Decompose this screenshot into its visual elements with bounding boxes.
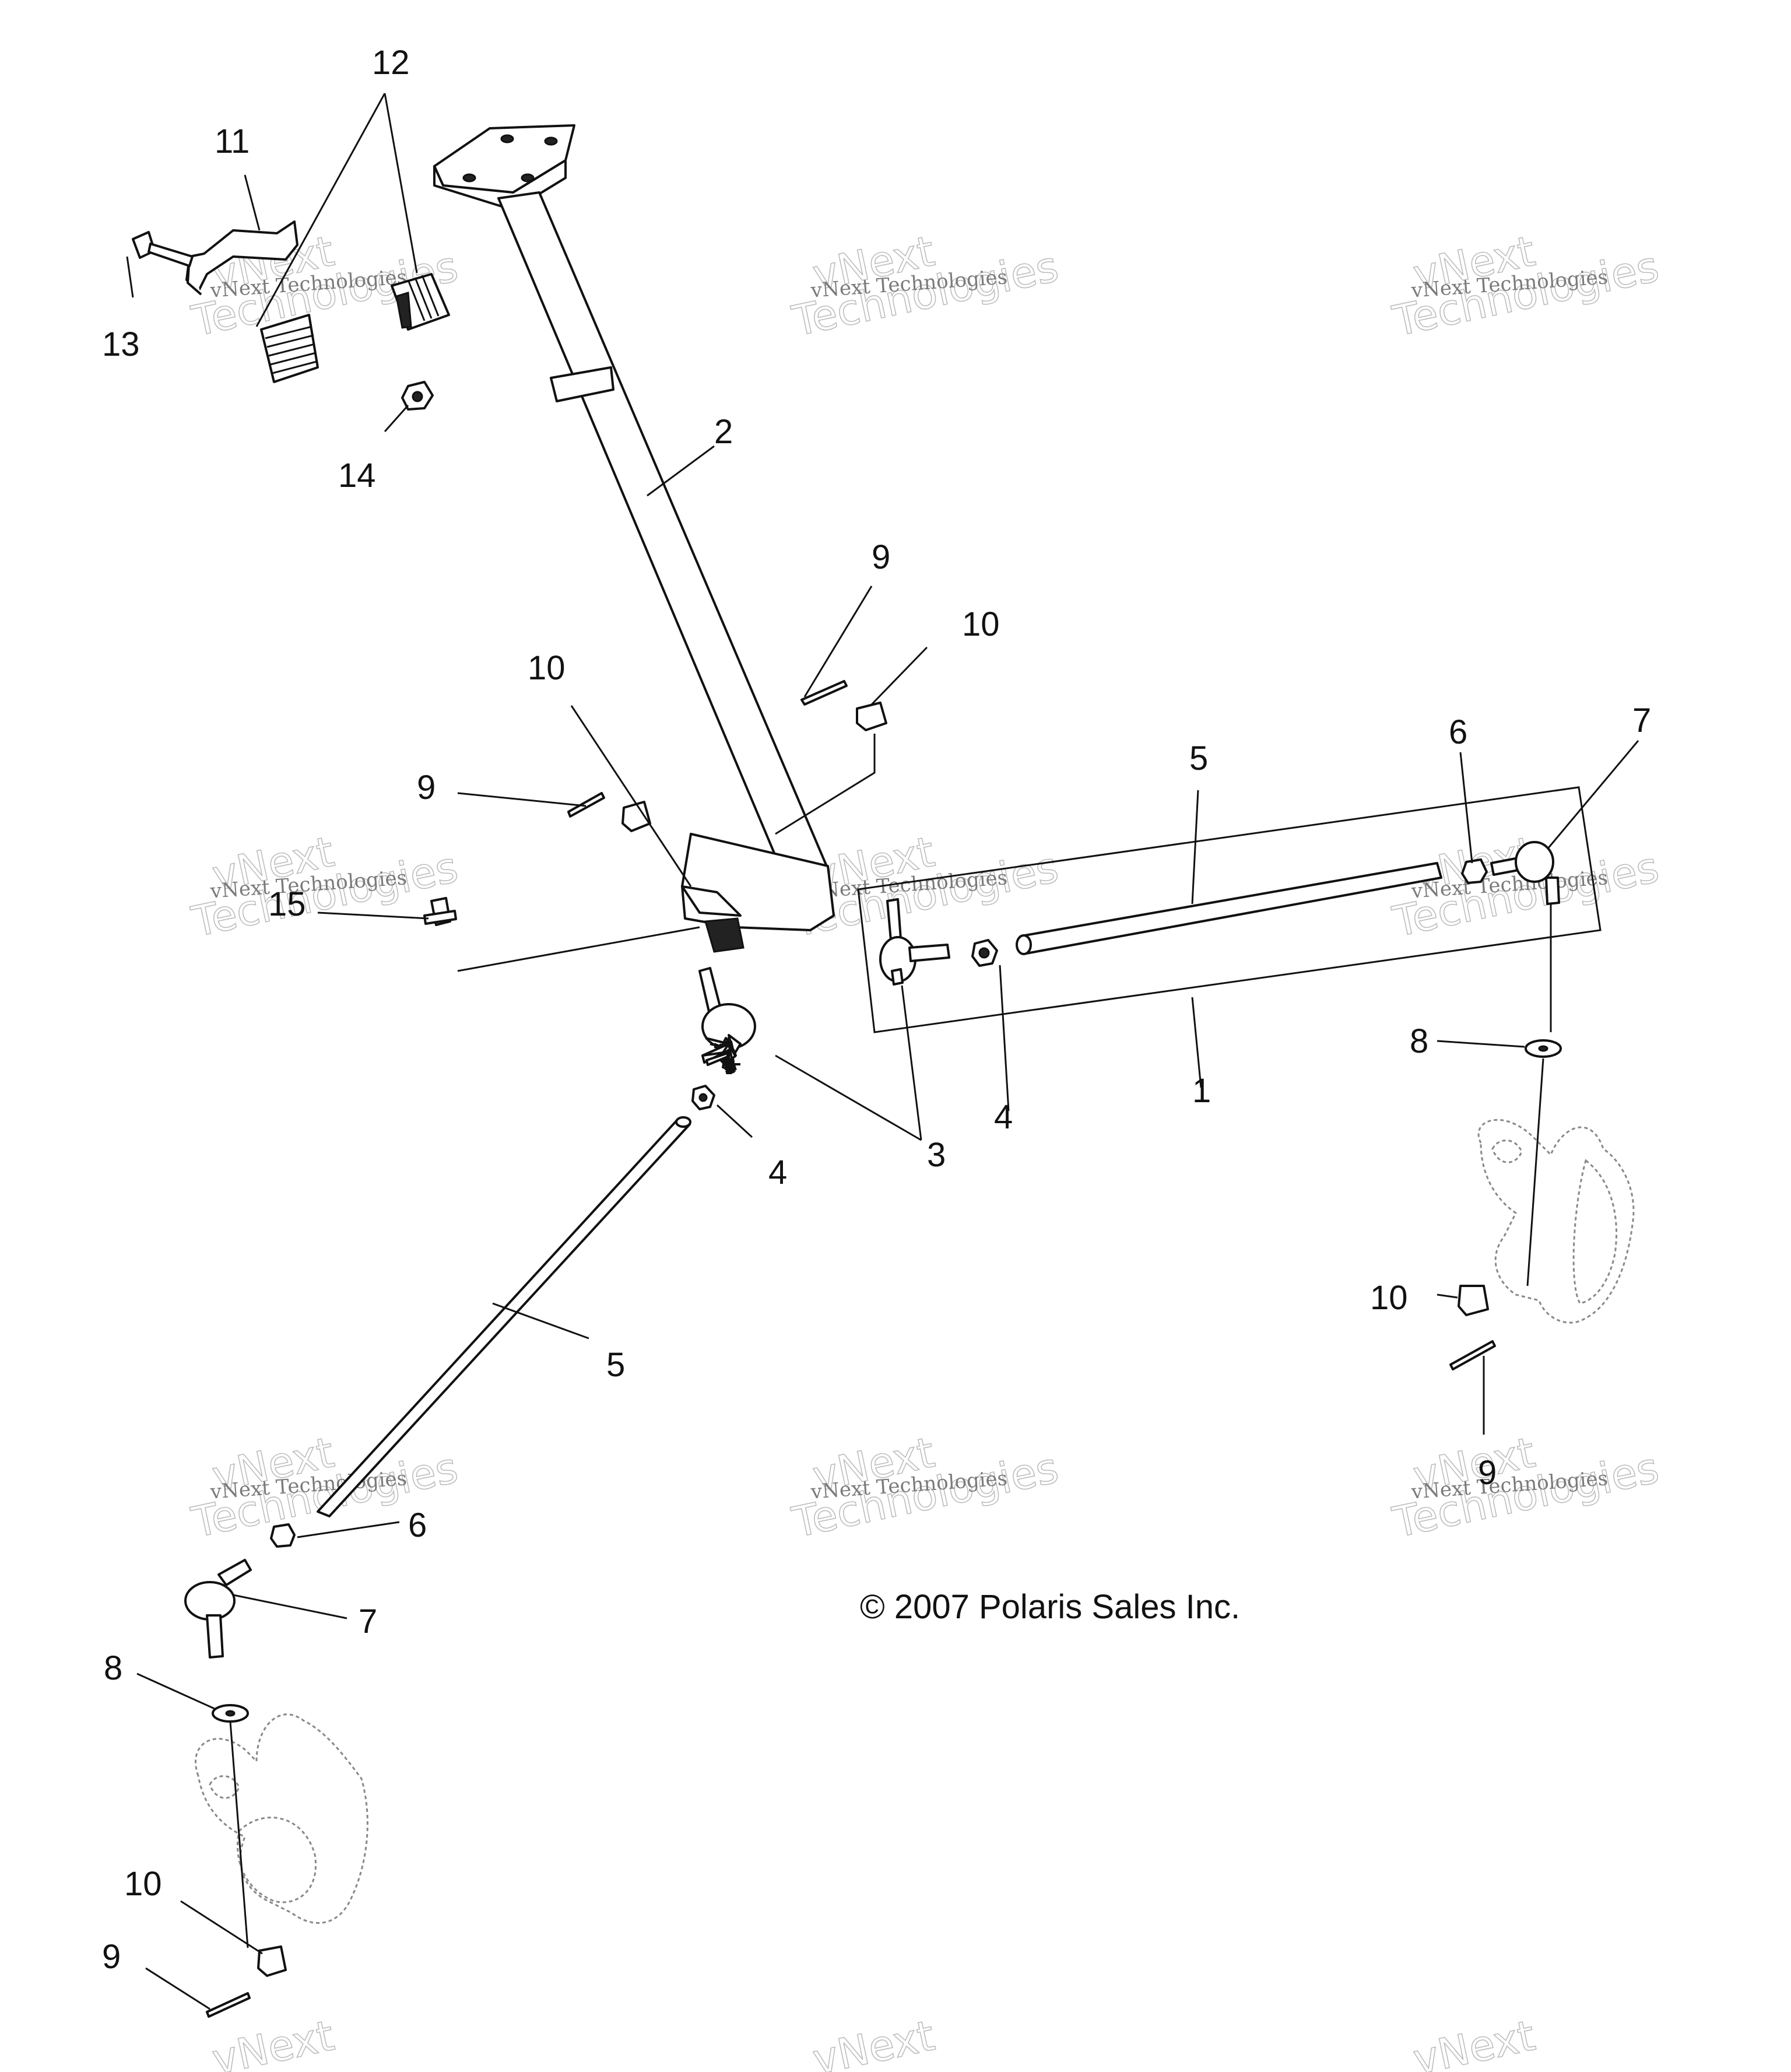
callout-9: 9 <box>102 1938 121 1976</box>
steering-post-collar <box>550 366 614 402</box>
cotter-pin-right <box>1449 1340 1496 1370</box>
castle-nut-upper <box>856 702 887 731</box>
copyright-notice: © 2007 Polaris Sales Inc. <box>860 1588 1240 1626</box>
callout-9: 9 <box>872 538 890 576</box>
watermark: vNext <box>1409 2010 1540 2072</box>
cotter-pin-mid <box>567 792 605 818</box>
steering-post-shaft <box>497 191 829 885</box>
callout-10: 10 <box>962 605 1000 643</box>
callout-10: 10 <box>1370 1279 1408 1317</box>
svg-text:vNext: vNext <box>1409 2011 1539 2072</box>
callout-7: 7 <box>1632 702 1651 739</box>
jam-nuts-6 <box>270 858 1488 1548</box>
watermark: vNext <box>808 2010 939 2072</box>
watermark: vNext Technologies vNext Technologies <box>788 1427 1063 1548</box>
jam-nut-6-upper <box>1461 858 1488 884</box>
callout-6: 6 <box>408 1506 427 1544</box>
tie-rod-end-7-lower-eye <box>184 1581 236 1621</box>
tie-rod-end-3b-stud <box>886 898 902 941</box>
watermark: vNext Technologies vNext Technologies <box>1388 226 1663 346</box>
clamp-assembly <box>132 220 450 411</box>
callout-5: 5 <box>606 1346 625 1384</box>
callout-2: 2 <box>714 413 733 451</box>
svg-text:vNext: vNext <box>208 2011 338 2072</box>
callout-10: 10 <box>528 649 566 687</box>
cotter-pin-left <box>206 1992 251 2018</box>
tie-rod-ends-3 <box>698 898 950 1074</box>
jam-nuts-4 <box>691 939 998 1110</box>
tie-rod-ends-7 <box>184 841 1560 1659</box>
watermark: vNext <box>208 2010 339 2072</box>
jam-nut-6-lower <box>270 1523 296 1548</box>
watermark: vNext Technologies vNext Technologies <box>788 226 1063 346</box>
callout-3: 3 <box>927 1136 946 1174</box>
tie-rod-end-7-lower-shank <box>217 1559 252 1586</box>
knuckle-right <box>1477 1119 1635 1324</box>
castle-nut-left-knuckle <box>257 1945 287 1977</box>
callout-7: 7 <box>359 1603 377 1640</box>
tie-rods-5 <box>317 862 1442 1517</box>
callout-5: 5 <box>1189 739 1208 777</box>
callout-9: 9 <box>1478 1454 1497 1492</box>
tie-rod-assembly-box <box>857 786 1602 1033</box>
callout-8: 8 <box>104 1649 122 1687</box>
watermark: vNext Technologies vNext Technologies <box>1388 1427 1663 1548</box>
steering-post <box>433 124 835 953</box>
callout-9: 9 <box>417 769 436 807</box>
svg-text:vNext: vNext <box>809 2011 939 2072</box>
callout-8: 8 <box>1410 1022 1428 1060</box>
cotter-pin-upper <box>800 680 848 706</box>
callout-6: 6 <box>1449 713 1467 751</box>
callout-1: 1 <box>1192 1072 1211 1110</box>
bolt-shank <box>148 243 194 267</box>
castle-nut-right-knuckle <box>1458 1285 1489 1316</box>
callout-11: 11 <box>215 122 250 160</box>
callout-13: 13 <box>102 325 140 363</box>
callout-4: 4 <box>994 1098 1013 1136</box>
fasteners <box>206 680 1496 2018</box>
tie-rod-end-7-upper-eye <box>1515 841 1554 883</box>
callout-4: 4 <box>768 1154 787 1191</box>
leader-lines <box>126 93 1639 2010</box>
callout-14: 14 <box>338 457 376 495</box>
watermark: vNext Technologies vNext Technologies <box>187 826 462 947</box>
tie-rod-5-lower <box>317 1119 691 1517</box>
callout-12: 12 <box>372 44 410 82</box>
callout-15: 15 <box>268 885 306 923</box>
callout-10: 10 <box>124 1865 162 1903</box>
callouts: 12 11 13 14 2 9 10 10 9 15 5 6 7 8 1 4 3… <box>102 44 1651 1976</box>
castle-nut-mid <box>621 801 651 832</box>
tie-rod-5-upper <box>1020 862 1442 955</box>
